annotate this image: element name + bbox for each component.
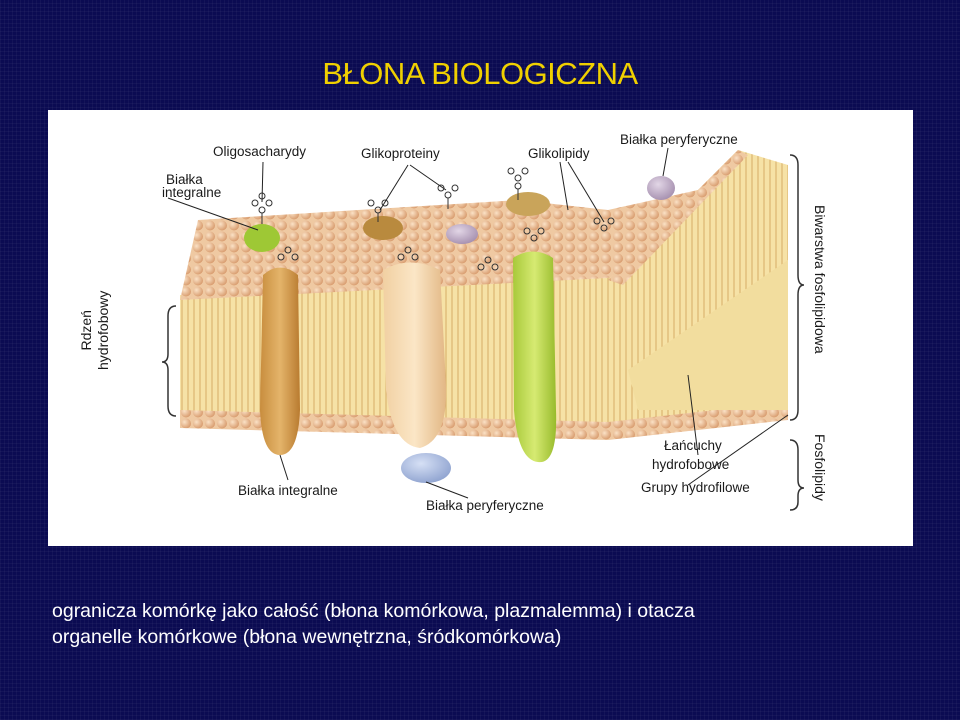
label-glikolipidy: Glikolipidy xyxy=(528,146,590,161)
caption-line-1: ogranicza komórkę jako całość (błona kom… xyxy=(52,598,932,624)
label-fosfolipidy: Fosfolipidy xyxy=(812,434,828,501)
integral-protein-brown xyxy=(260,268,300,456)
glycoprotein-cap-brown xyxy=(363,216,403,240)
label-bialka-integralne-top-2: integralne xyxy=(162,185,221,200)
integral-protein-beige xyxy=(383,263,446,449)
label-oligosacharydy: Oligosacharydy xyxy=(213,144,306,159)
label-biwarstwa: Biwarstwa fosfolipidowa xyxy=(812,205,828,354)
glycoprotein-cap-green xyxy=(244,224,280,252)
peripheral-protein-small xyxy=(446,224,478,244)
membrane-diagram: Oligosacharydy Glikoproteiny Glikolipidy… xyxy=(48,110,913,546)
integral-protein-green xyxy=(513,252,556,463)
label-bialka-integralne-bottom: Białka integralne xyxy=(238,483,338,498)
label-lancuchy-2: hydrofobowe xyxy=(652,457,729,472)
label-glikoproteiny: Glikoproteiny xyxy=(361,146,440,161)
label-rdzen-1: Rdzeń xyxy=(78,291,95,370)
label-bialka-peryferyczne-bottom: Białka peryferyczne xyxy=(426,498,544,513)
label-lancuchy-1: Łańcuchy xyxy=(664,438,722,453)
glycolipid-cap xyxy=(506,192,550,216)
slide-caption: ogranicza komórkę jako całość (błona kom… xyxy=(52,598,932,650)
label-rdzen-hydrofobowy: Rdzeń hydrofobowy xyxy=(78,291,112,370)
label-rdzen-2: hydrofobowy xyxy=(95,291,112,370)
label-bialka-peryferyczne-top: Białka peryferyczne xyxy=(620,132,738,147)
peripheral-protein-bottom xyxy=(401,453,451,483)
peripheral-protein-top xyxy=(647,176,675,200)
caption-line-2: organelle komórkowe (błona wewnętrzna, ś… xyxy=(52,624,932,650)
slide-title: BŁONA BIOLOGICZNA xyxy=(0,56,960,92)
label-grupy-hydrofilowe: Grupy hydrofilowe xyxy=(641,480,750,495)
